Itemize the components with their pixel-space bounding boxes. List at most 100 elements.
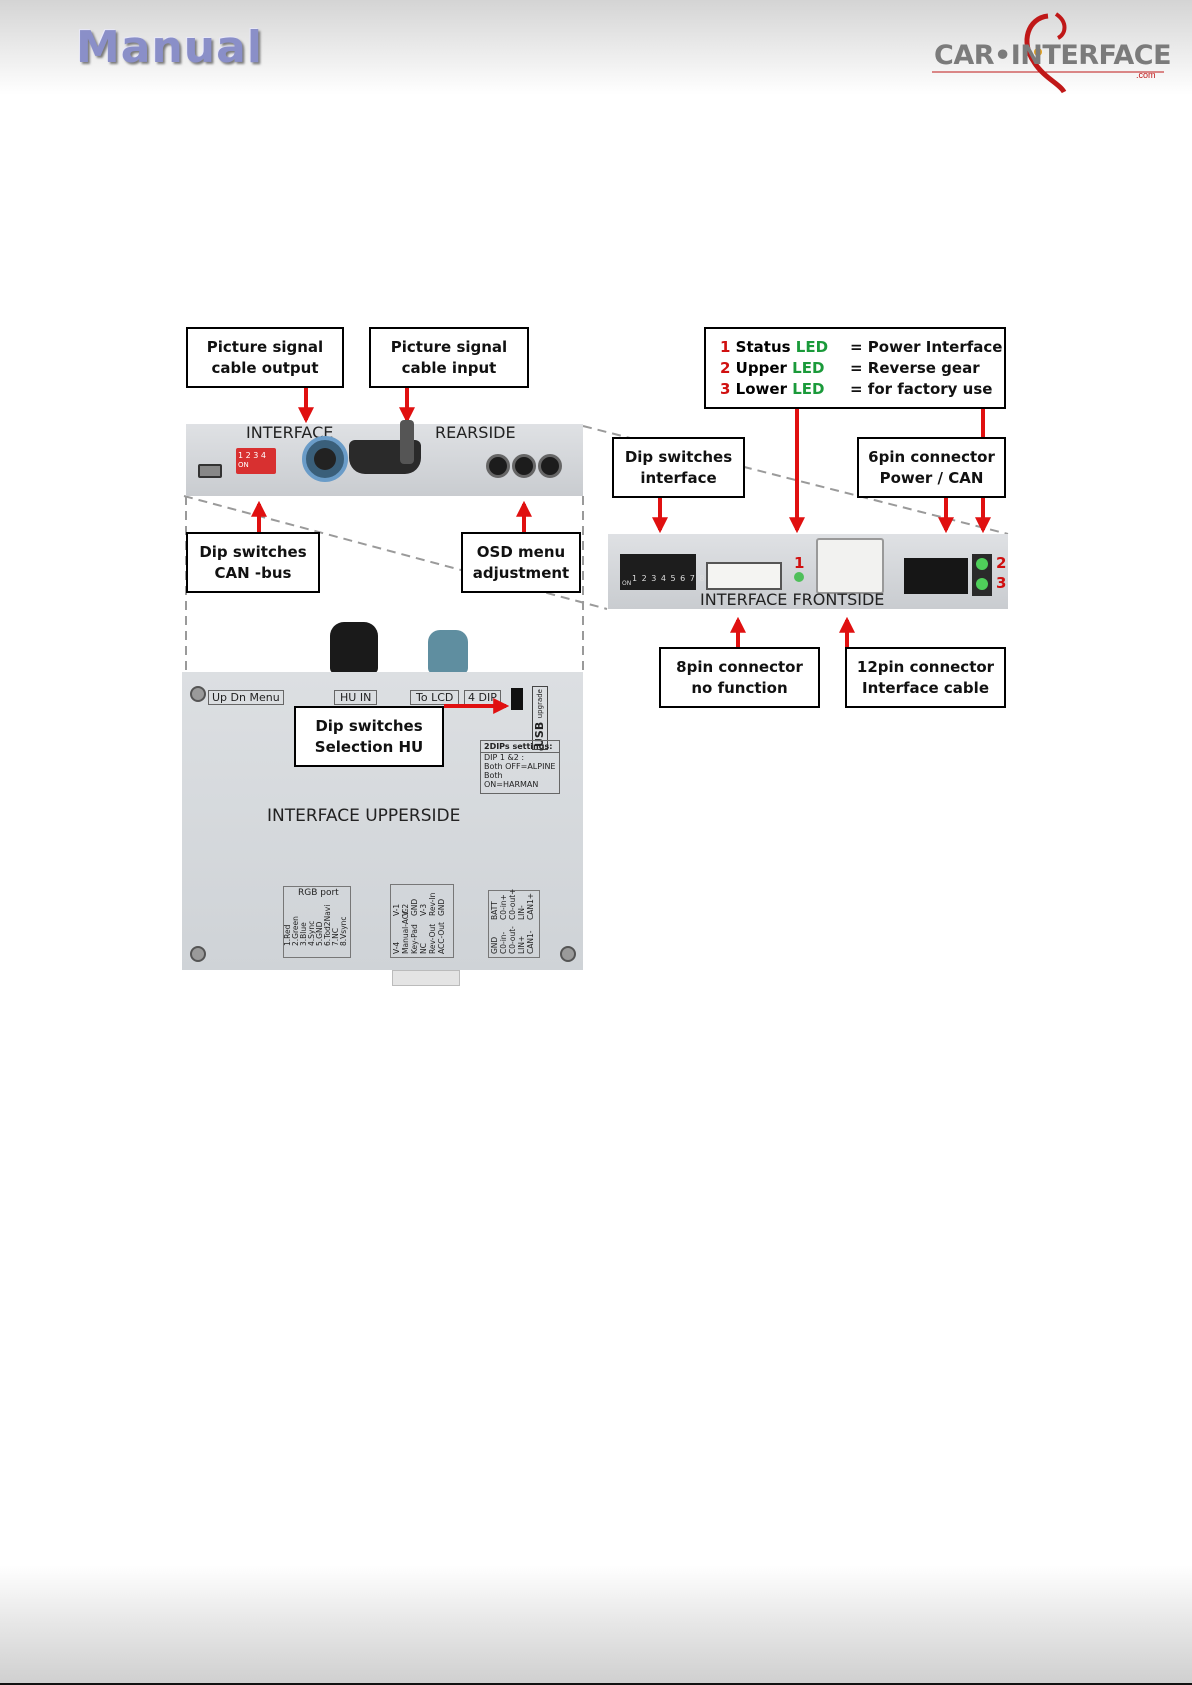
rgb-port-box: RGB port xyxy=(283,886,351,958)
mini-usb-port-icon xyxy=(198,464,222,478)
cable-black-icon xyxy=(330,622,378,674)
pin-label: GND xyxy=(410,898,419,916)
callout-dip-can: Dip switches CAN -bus xyxy=(186,532,320,593)
callout-line: Picture signal xyxy=(206,337,324,356)
led-name: Lower xyxy=(735,380,787,398)
pin-label: C0-in- xyxy=(499,931,508,954)
callout-line: Interface cable xyxy=(861,678,989,697)
pin-list-right-b: BATT C0-in+ C0-out+ LIN- CAN1+ xyxy=(490,889,535,920)
led-legend-row: 2 Upper LED = Reverse gear xyxy=(720,359,980,380)
dip-settings-box: 2DIPs settings: DIP 1 &2 : Both OFF=ALPI… xyxy=(480,740,560,794)
screw-icon xyxy=(190,686,206,702)
led-word: LED xyxy=(795,338,829,356)
pin-label: BATT xyxy=(490,901,499,920)
callout-12pin: 12pin connector Interface cable xyxy=(845,647,1006,708)
pin-label: LIN- xyxy=(517,905,526,920)
callout-line: Dip switches xyxy=(315,716,423,735)
pin-label: GND xyxy=(437,898,446,916)
pin-list-mid-b: V-1 V-2 GND V-3 Rev-In GND xyxy=(392,893,446,916)
screw-icon xyxy=(190,946,206,962)
callout-line: Dip switches xyxy=(624,447,733,466)
usb-sub-text: upgrade xyxy=(536,689,544,719)
rearside-label-left: INTERFACE xyxy=(246,423,334,442)
pin-label: C0-out+ xyxy=(508,888,517,920)
led-marker-2: 2 xyxy=(996,554,1007,572)
callout-line: adjustment xyxy=(472,563,570,582)
logo-domain: .com xyxy=(1136,70,1156,80)
callout-line: Power / CAN xyxy=(879,468,984,487)
lower-led-icon xyxy=(976,578,988,590)
rearside-label-right: REARSIDE xyxy=(435,423,516,442)
car-interface-logo: CAR•INTERFACE .com xyxy=(928,12,1172,94)
pin-label: C0-in+ xyxy=(499,894,508,920)
callout-osd-menu: OSD menu adjustment xyxy=(461,532,581,593)
led-number: 2 xyxy=(720,359,731,377)
led-name: Status xyxy=(735,338,791,356)
pin-label: V-1 xyxy=(392,903,401,916)
interface-frontside-photo: 1 2 3 4 5 6 7 8 ON 1 2 3 INTERFACE FRONT… xyxy=(608,534,1008,609)
pin-box-mid xyxy=(390,884,454,958)
upperside-label: INTERFACE UPPERSIDE xyxy=(267,806,461,826)
footer-rule xyxy=(0,1683,1192,1685)
dip-settings-line: Both OFF=ALPINE xyxy=(484,762,556,771)
callout-line: CAN -bus xyxy=(214,563,292,582)
callout-picture-input: Picture signal cable input xyxy=(369,327,529,388)
dip-switch-hu-icon xyxy=(511,688,523,710)
pin-label: V-2 xyxy=(401,903,410,916)
status-led-icon xyxy=(794,572,804,582)
callout-line: cable input xyxy=(401,358,497,377)
dip-numbers: 1 2 3 4 xyxy=(238,451,266,460)
callout-8pin: 8pin connector no function xyxy=(659,647,820,708)
buttons-label: Up Dn Menu xyxy=(208,690,284,705)
led-desc: = Power Interface xyxy=(850,338,1003,356)
hu-in-label: HU IN xyxy=(334,690,378,705)
4dip-label: 4 DIP xyxy=(464,690,501,705)
callout-6pin: 6pin connector Power / CAN xyxy=(857,437,1006,498)
led-marker-3: 3 xyxy=(996,574,1007,592)
led-number: 3 xyxy=(720,380,731,398)
6pin-connector-icon xyxy=(904,558,968,594)
led-desc: = for factory use xyxy=(850,380,993,398)
rgb-port-title: RGB port xyxy=(298,888,339,898)
12pin-connector-icon xyxy=(816,538,884,594)
callout-line: Selection HU xyxy=(314,737,424,756)
av-jack-icon xyxy=(538,454,562,478)
pin-label: C0-out- xyxy=(508,926,517,954)
callout-line: 8pin connector xyxy=(676,657,803,676)
frontside-label: INTERFACE FRONTSIDE xyxy=(700,590,885,609)
dip-numbers: 1 2 3 4 5 6 7 8 xyxy=(632,574,706,583)
led-desc: = Reverse gear xyxy=(850,359,980,377)
callout-line: Dip switches xyxy=(199,542,307,561)
pin-label: CAN1+ xyxy=(526,892,535,920)
logo-swoosh-icon xyxy=(932,12,1164,94)
callout-line: 6pin connector xyxy=(868,447,995,466)
page-footer xyxy=(0,1565,1192,1685)
callout-line: no function xyxy=(691,678,788,697)
dip-switch-red-icon xyxy=(236,448,276,474)
led-legend-row: 1 Status LED = Power Interface xyxy=(720,338,1002,359)
callout-line: cable output xyxy=(211,358,319,377)
led-marker-1: 1 xyxy=(794,554,805,572)
callout-dip-hu: Dip switches Selection HU xyxy=(294,706,444,767)
logo-text: CAR•INTERFACE xyxy=(934,40,1172,71)
dip-switch-black-icon xyxy=(620,554,696,590)
callout-line: OSD menu xyxy=(476,542,566,561)
led-legend-row: 3 Lower LED = for factory use xyxy=(720,380,992,401)
pin-label: GND xyxy=(490,936,499,954)
dip-settings-line: DIP 1 &2 : xyxy=(484,753,525,762)
fakra-connector-center-icon xyxy=(314,448,336,470)
led-word: LED xyxy=(792,359,825,377)
callout-dip-interface: Dip switches interface xyxy=(612,437,745,498)
led-number: 1 xyxy=(720,338,731,356)
pin-label: Rev-In xyxy=(428,892,437,916)
callout-line: Picture signal xyxy=(390,337,508,356)
panel-tab-bottom xyxy=(392,970,460,986)
pin-list-right-a: GND C0-in- C0-out- LIN+ CAN1- xyxy=(490,926,535,954)
pin-label: LIN+ xyxy=(517,935,526,954)
8pin-connector-icon xyxy=(706,562,782,590)
dip-settings-line: Both ON=HARMAN xyxy=(484,771,539,789)
callout-picture-output: Picture signal cable output xyxy=(186,327,344,388)
pin-label: V-3 xyxy=(419,903,428,916)
interface-rearside-photo: INTERFACE REARSIDE 1 2 3 4 ON xyxy=(186,420,583,496)
